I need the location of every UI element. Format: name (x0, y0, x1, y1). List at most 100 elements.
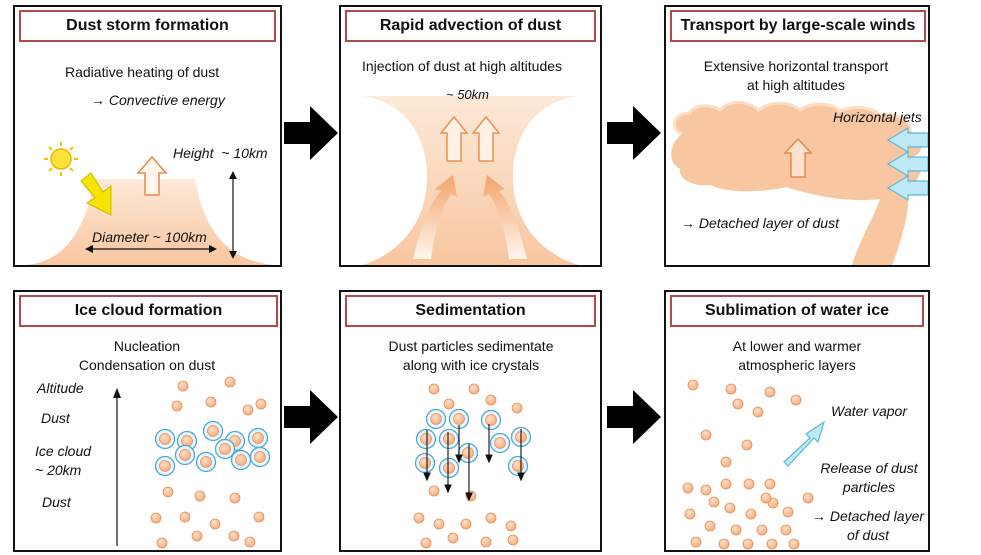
dust-particle (687, 379, 699, 391)
dust-particle (428, 383, 440, 395)
dust-particle (485, 512, 497, 524)
panel-text-line1: Dust particles sedimentate (388, 338, 554, 354)
dust-particle (453, 413, 465, 425)
panel-ice-cloud-formation: Ice cloud formation Nucleation Condensat… (13, 290, 282, 552)
dust-particle (718, 538, 730, 550)
dust-particle (228, 530, 240, 542)
dust-particle (782, 506, 794, 518)
detached-layer-label: → Detached layer of dust (681, 215, 839, 231)
dust-particle (191, 530, 203, 542)
dust-particle (224, 376, 236, 388)
panel-text-line1: Injection of dust at high altitudes (362, 58, 563, 74)
panel-title: Ice cloud formation (19, 295, 278, 327)
panel-text-line2: atmospheric layers (738, 357, 856, 373)
height-label: Height ~ 10km (173, 145, 268, 161)
dust-particle (181, 435, 193, 447)
dust-particle (430, 413, 442, 425)
dust-particle (745, 508, 757, 520)
dust-particle (507, 534, 519, 546)
dust-particle (462, 447, 474, 459)
dust-particle (468, 383, 480, 395)
dust-particle (766, 538, 778, 550)
panel-title: Rapid advection of dust (345, 10, 596, 42)
dust-particle (725, 383, 737, 395)
hollow-up-arrow (783, 137, 813, 178)
release-line1: Release of dust (820, 460, 918, 476)
dust-particle (742, 538, 754, 550)
dust-particle (764, 386, 776, 398)
dust-particle (732, 398, 744, 410)
dust-particle (505, 520, 517, 532)
detached-line2: of dust (846, 527, 890, 543)
sublimation-illustration (682, 379, 826, 550)
panel-text-block: Dust particles sedimentate along with ic… (347, 337, 595, 375)
panel-title: Sedimentation (345, 295, 596, 327)
jets-label: Horizontal jets (833, 109, 922, 125)
altitude-label: ~ 50km (446, 87, 489, 102)
dust-lower-label: Dust (42, 494, 71, 510)
dust-particle (229, 492, 241, 504)
dust-particle (764, 478, 776, 490)
hollow-up-arrow (471, 115, 501, 162)
detached-line1: → Detached layer (811, 508, 925, 524)
dust-particle (171, 400, 183, 412)
panel-transport-winds: Transport by large-scale winds Extensive… (664, 5, 930, 267)
panel-text-line2: → Convective energy (91, 92, 225, 108)
panel-text-line1: At lower and warmer (732, 338, 862, 354)
dust-upper-label: Dust (41, 410, 70, 426)
dust-particle (700, 484, 712, 496)
dust-particles (150, 376, 271, 549)
panel-text-line2: Condensation on dust (78, 357, 216, 373)
panel-text-line1: Nucleation (113, 338, 181, 354)
dust-particle (443, 462, 455, 474)
panel-text-line2: along with ice crystals (402, 357, 540, 373)
dust-particle (420, 537, 432, 549)
advection-illustration (363, 96, 578, 265)
water-vapor-label: Water vapor (831, 403, 907, 419)
dust-particle (512, 460, 524, 472)
dust-particle (443, 433, 455, 445)
dust-particles (682, 379, 814, 550)
hollow-up-arrow (439, 115, 469, 162)
height-label-text: Height (173, 145, 214, 161)
dust-particle (179, 449, 191, 461)
hollow-up-arrow (136, 155, 168, 196)
dust-particle (428, 485, 440, 497)
water-vapor-arrow (783, 420, 826, 467)
dust-particle (788, 538, 800, 550)
radiation-arrow (80, 172, 112, 216)
dust-particle (790, 394, 802, 406)
dust-particle (752, 406, 764, 418)
dust-particle (684, 508, 696, 520)
dust-particle (162, 486, 174, 498)
panel-sublimation: Sublimation of water ice At lower and wa… (664, 290, 930, 552)
panel-title: Dust storm formation (19, 10, 276, 42)
dust-particle (244, 536, 256, 548)
dust-particle (255, 398, 267, 410)
panel-rapid-advection: Rapid advection of dust Injection of dus… (339, 5, 602, 267)
dust-particle (252, 432, 264, 444)
black-right-arrow (284, 390, 338, 444)
dust-particle (420, 433, 432, 445)
sun-icon (44, 142, 78, 176)
dust-particle (194, 490, 206, 502)
black-right-arrow (607, 106, 661, 160)
dust-particle (460, 518, 472, 530)
dust-particle (235, 454, 247, 466)
dust-particle (494, 437, 506, 449)
dust-particle (756, 524, 768, 536)
dust-particles (413, 383, 532, 549)
dust-particle (209, 518, 221, 530)
height-value: ~ 10km (221, 145, 268, 161)
dust-particle (242, 404, 254, 416)
dust-particle (720, 478, 732, 490)
dust-particle (741, 439, 753, 451)
dust-particle (159, 433, 171, 445)
dust-particle (200, 456, 212, 468)
ice-cloud-label: Ice cloud (35, 443, 92, 459)
dust-particle (219, 443, 231, 455)
dust-particle (700, 429, 712, 441)
dust-particle (419, 457, 431, 469)
dust-particle (730, 524, 742, 536)
dust-particle (159, 460, 171, 472)
